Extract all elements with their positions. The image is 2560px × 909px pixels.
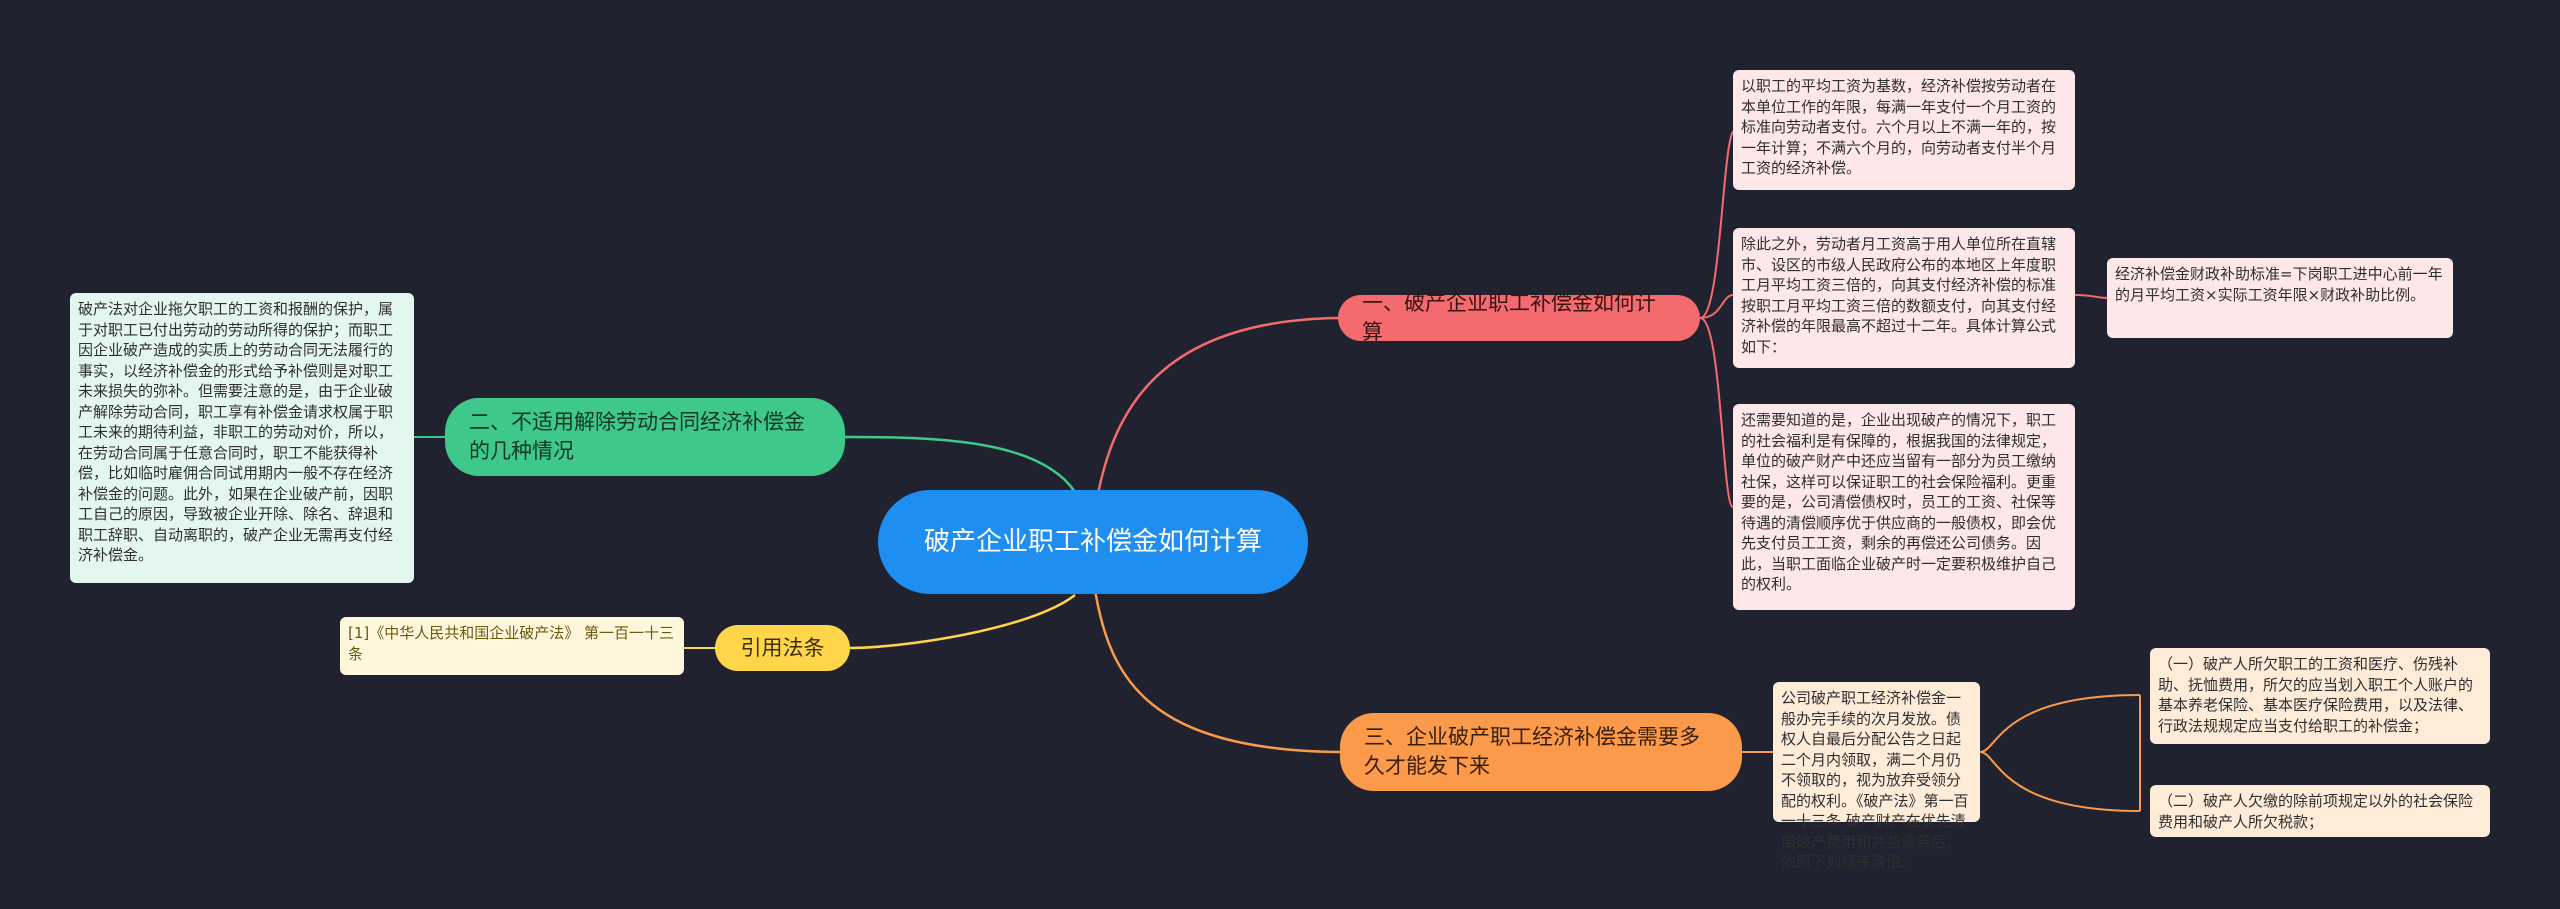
link-root-calc (1093, 316, 1341, 511)
link-calc-leaf2 (1699, 294, 1734, 319)
calc-leaf-1: 以职工的平均工资为基数，经济补偿按劳动者在本单位工作的年限，每满一年支付一个月工… (1733, 70, 2075, 190)
branch-timing[interactable]: 三、企业破产职工经济补偿金需要多久才能发下来 (1340, 713, 1742, 791)
root-topic[interactable]: 破产企业职工补偿金如何计算 (878, 490, 1308, 594)
timing-sub-2: （二）破产人欠缴的除前项规定以外的社会保险费用和破产人所欠税款； (2150, 785, 2490, 837)
calc-leaf-3: 还需要知道的是，企业出现破产的情况下，职工的社会福利是有保障的，根据我国的法律规… (1733, 404, 2075, 610)
branch-calc[interactable]: 一、破产企业职工补偿金如何计算 (1338, 291, 1700, 344)
calc-leaf-2: 除此之外，劳动者月工资高于用人单位所在直辖市、设区的市级人民政府公布的本地区上年… (1733, 228, 2075, 368)
link-calc-leaf1 (1699, 129, 1736, 319)
citation-leaf: [1]《中华人民共和国企业破产法》 第一百一十三条 (340, 617, 684, 675)
branch-nonapplicable[interactable]: 二、不适用解除劳动合同经济补偿金的几种情况 (445, 398, 845, 476)
link-root-nonapplicable (844, 435, 1077, 493)
branch-citation[interactable]: 引用法条 (715, 625, 850, 671)
link-calc-leaf3 (1699, 317, 1734, 508)
nonapplicable-leaf: 破产法对企业拖欠职工的工资和报酬的保护，属于对职工已付出劳动的劳动所得的保护；而… (70, 293, 414, 583)
timing-sub-1: （一）破产人所欠职工的工资和医疗、伤残补助、抚恤费用，所欠的应当划入职工个人账户… (2150, 648, 2490, 744)
link-root-citation (849, 594, 1076, 650)
link-root-timing (1093, 589, 1341, 754)
link-timingleaf-sub1 (1979, 694, 2141, 753)
timing-leaf: 公司破产职工经济补偿金一般办完手续的次月发放。债权人自最后分配公告之日起二个月内… (1773, 682, 1980, 871)
calc-formula-leaf: 经济补偿金财政补助标准=下岗职工进中心前一年的月平均工资×实际工资年限×财政补助… (2107, 258, 2453, 338)
link-timingleaf-sub2 (1979, 751, 2141, 812)
link-leaf2-formula (2074, 294, 2108, 299)
